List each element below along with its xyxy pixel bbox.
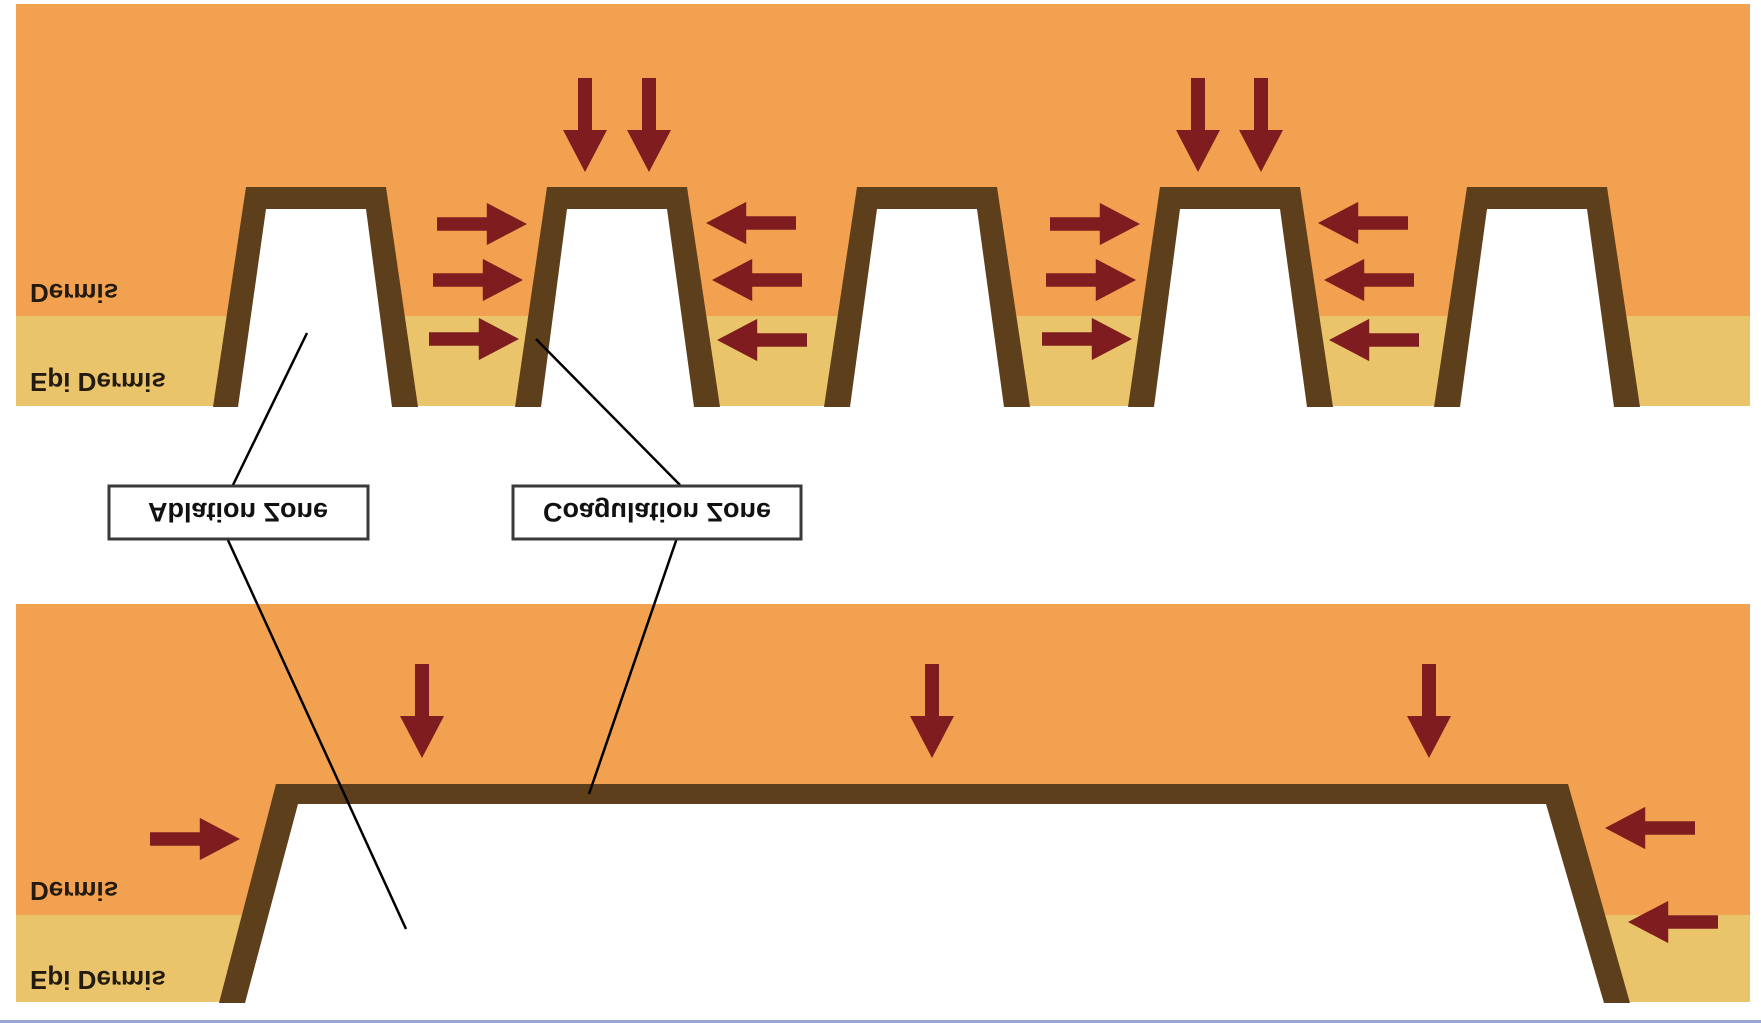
top-epidermis-label: Epi Dermis (30, 367, 166, 397)
channel-2 (515, 187, 720, 407)
coagulation-zone-box (511, 484, 803, 541)
bottom-rule (0, 1020, 1761, 1023)
coagulation-zone-callout: Coagulation Zone (511, 484, 803, 541)
channel-1 (213, 187, 418, 407)
top-panel: Dermis Epi Dermis (16, 4, 1750, 407)
bottom-panel: Dermis Epi Dermis (16, 604, 1750, 1003)
ablation-zone-callout: Ablation Zone (107, 484, 370, 541)
coagulation-leader-top (535, 338, 681, 486)
channel-1-ablation (238, 209, 392, 407)
coagulation-leader-bottom (587, 537, 679, 795)
ablation-zone-label: Ablation Zone (148, 497, 328, 527)
channel-4 (1128, 187, 1333, 407)
bottom-dermis-label: Dermis (30, 876, 118, 906)
channel-2-ablation (541, 209, 694, 407)
bottom-epidermis-label: Epi Dermis (30, 965, 166, 995)
bottom-channel (219, 784, 1630, 1003)
top-dermis-label: Dermis (30, 278, 118, 308)
bottom-channel-ablation (245, 804, 1604, 1003)
channel-3 (824, 187, 1030, 407)
top-channels (213, 187, 1640, 407)
channel-3-ablation (850, 209, 1004, 407)
channel-5-ablation (1460, 209, 1614, 407)
callouts: Ablation Zone Coagulation Zone (107, 332, 803, 930)
channel-5 (1434, 187, 1640, 407)
coagulation-zone-label: Coagulation Zone (543, 497, 771, 527)
ablation-leader-bottom (225, 537, 408, 930)
ablation-zone-box (107, 484, 370, 541)
ablation-leader-top (231, 332, 309, 486)
channel-4-ablation (1154, 209, 1307, 407)
